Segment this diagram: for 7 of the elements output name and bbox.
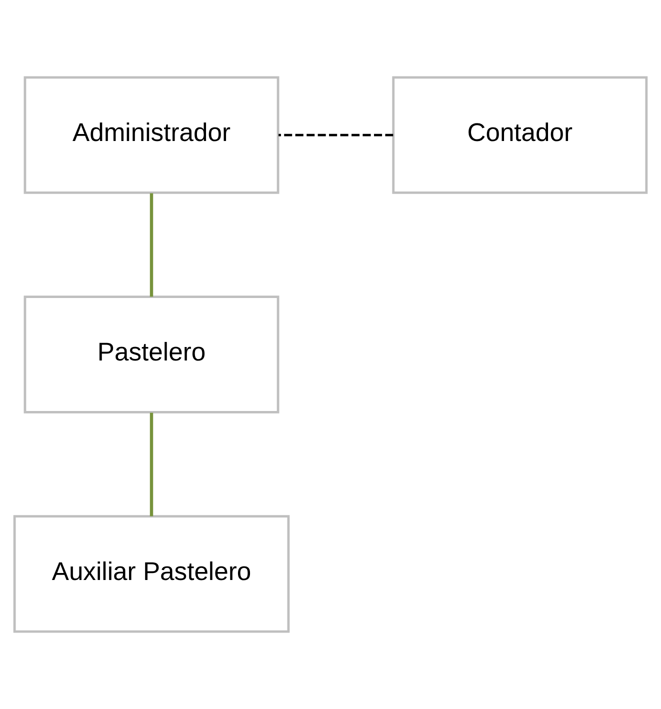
connector xyxy=(150,193,154,297)
connector xyxy=(278,134,394,136)
node-box: Auxiliar Pastelero xyxy=(13,515,290,633)
node-box: Administrador xyxy=(24,76,280,194)
node-box: Contador xyxy=(392,76,648,194)
connector xyxy=(150,412,154,516)
node-box: Pastelero xyxy=(24,296,280,414)
